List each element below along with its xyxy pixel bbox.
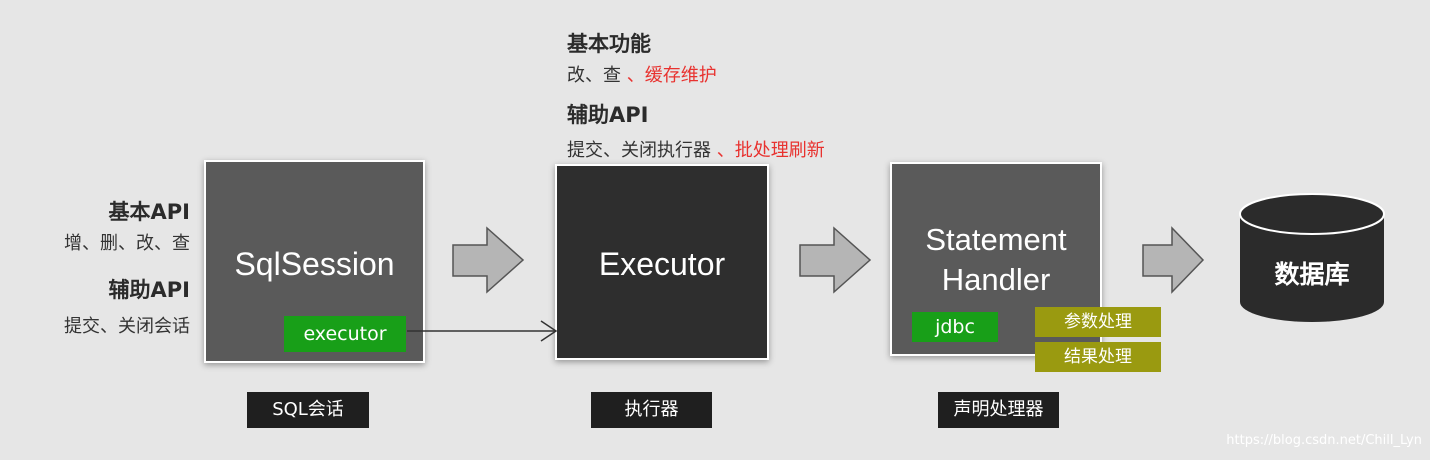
executor-basic-function-title: 基本功能 (567, 32, 651, 56)
executor-reference-arrow (407, 320, 558, 342)
executor-basic-function-items: 改、查 、缓存维护 (567, 61, 717, 87)
executor-tag: executor (284, 316, 406, 352)
executor-caption: 执行器 (591, 392, 712, 428)
sqlsession-caption: SQL会话 (247, 392, 369, 428)
sqlsession-aux-api-items: 提交、关闭会话 (64, 316, 190, 337)
statement-handler-title-line2: Handler (941, 262, 1051, 297)
arrow-executor-to-handler (799, 226, 872, 294)
arrow-sqlsession-to-executor (452, 226, 525, 294)
executor-aux-items-red-text: 、批处理刷新 (716, 140, 825, 161)
executor-basic-items-text: 改、查 (567, 65, 627, 86)
database-cylinder (1239, 193, 1385, 322)
statement-handler-title-line1: Statement (925, 222, 1067, 257)
sqlsession-aux-api-title: 辅助API (108, 278, 190, 302)
sqlsession-basic-api-title: 基本API (108, 200, 190, 224)
jdbc-tag: jdbc (912, 312, 998, 342)
sqlsession-box: SqlSession executor (204, 160, 425, 363)
sqlsession-basic-api-items: 增、删、改、查 (64, 233, 190, 254)
sqlsession-title: SqlSession (234, 246, 395, 282)
executor-aux-api-items: 提交、关闭执行器 、批处理刷新 (567, 136, 825, 162)
watermark: https://blog.csdn.net/Chill_Lyn (1226, 433, 1422, 448)
executor-basic-items-red-text: 、缓存维护 (626, 65, 717, 86)
arrow-handler-to-database (1142, 226, 1205, 294)
executor-aux-items-text: 提交、关闭执行器 (567, 140, 717, 161)
param-handling-tag: 参数处理 (1035, 307, 1161, 337)
result-handling-tag: 结果处理 (1035, 342, 1161, 372)
executor-title: Executor (598, 246, 726, 282)
statement-handler-box: Statement Handler jdbc (890, 162, 1102, 356)
database-label: 数据库 (1274, 260, 1350, 289)
executor-box: Executor (555, 164, 769, 360)
executor-aux-api-title: 辅助API (567, 103, 649, 127)
statement-handler-caption: 声明处理器 (938, 392, 1059, 428)
